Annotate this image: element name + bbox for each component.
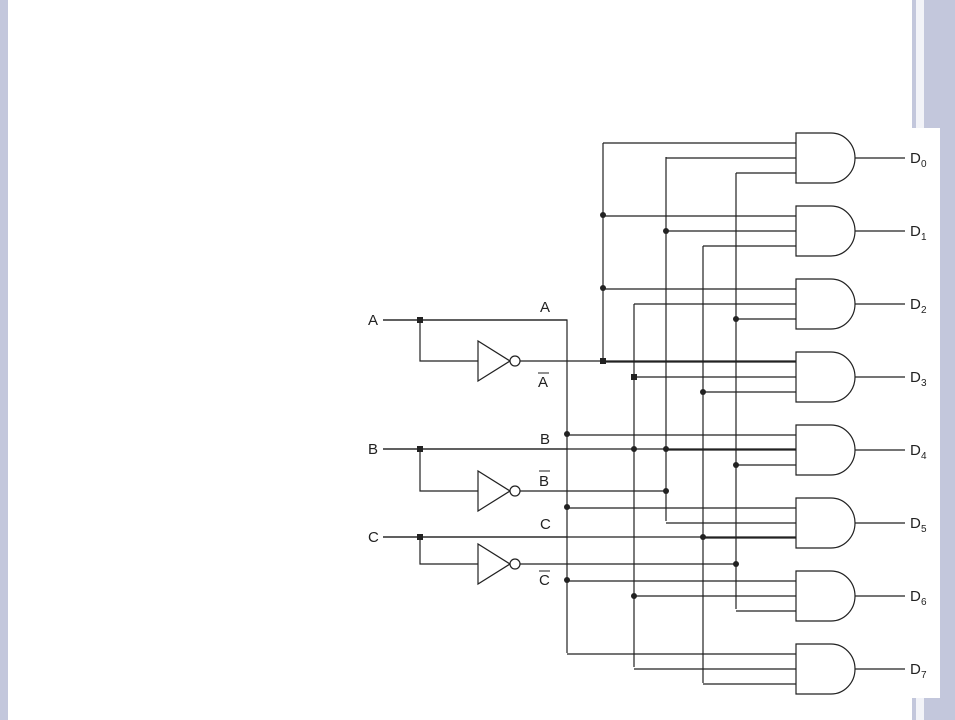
- slide-left-border: [0, 0, 8, 720]
- output-label-4: D: [910, 442, 921, 459]
- signal-label-a: A: [540, 299, 550, 316]
- junction-dot: [600, 358, 606, 364]
- junction-dot: [631, 593, 637, 599]
- output-label-index-1: 1: [921, 232, 927, 243]
- signal-label-b: B: [540, 431, 550, 448]
- a-column: [383, 319, 568, 653]
- junction-dot: [631, 446, 637, 452]
- output-label-index-0: 0: [921, 159, 927, 170]
- junction-dot: [663, 488, 669, 494]
- output-label-7: D: [910, 661, 921, 678]
- output-label-index-6: 6: [921, 597, 927, 608]
- junction-dot: [663, 446, 669, 452]
- output-label-index-3: 3: [921, 378, 927, 389]
- junction-dot: [417, 317, 423, 323]
- inverter-gate: [477, 339, 512, 383]
- and-gate: [795, 497, 856, 549]
- and-gate: [795, 205, 856, 257]
- output-label-index-2: 2: [921, 305, 927, 316]
- gates: [477, 132, 856, 695]
- junction-dot: [663, 228, 669, 234]
- output-label-6: D: [910, 588, 921, 605]
- junction-dot: [700, 389, 706, 395]
- and-gate: [795, 351, 856, 403]
- output-label-index-5: 5: [921, 524, 927, 535]
- signal-label-c-bar: C: [539, 572, 550, 589]
- inverter-gate: [477, 469, 512, 513]
- output-label-1: D: [910, 223, 921, 240]
- output-label-2: D: [910, 296, 921, 313]
- output-label-0: D: [910, 150, 921, 167]
- junction-dot: [600, 212, 606, 218]
- output-label-3: D: [910, 369, 921, 386]
- inverter-branch: [419, 449, 478, 492]
- junction-dot: [631, 374, 637, 380]
- junction-dot: [733, 561, 739, 567]
- and-gate: [795, 570, 856, 622]
- inverter-bubble: [509, 485, 521, 497]
- junction-dot: [564, 431, 570, 437]
- inverter-gate: [477, 542, 512, 586]
- junction-dot: [733, 462, 739, 468]
- and-gate: [795, 424, 856, 476]
- signal-label-a-bar: A: [538, 374, 548, 391]
- inverter-bubble: [509, 355, 521, 367]
- output-label-5: D: [910, 515, 921, 532]
- junction-dot: [417, 446, 423, 452]
- junction-dot: [417, 534, 423, 540]
- signal-label-c: C: [540, 516, 551, 533]
- and-gate: [795, 132, 856, 184]
- output-label-index-4: 4: [921, 451, 927, 462]
- junction-dot: [733, 316, 739, 322]
- inverter-branch: [419, 537, 478, 565]
- junction-dot: [564, 577, 570, 583]
- junction-dot: [600, 285, 606, 291]
- output-label-index-7: 7: [921, 670, 927, 681]
- signal-label-b-bar: B: [539, 473, 549, 490]
- and-gate: [795, 278, 856, 330]
- junction-dot: [700, 534, 706, 540]
- inverter-branch: [419, 320, 478, 362]
- junction-dots: [417, 212, 739, 599]
- input-label-c: C: [368, 529, 379, 546]
- junction-dot: [564, 504, 570, 510]
- inverter-bubble: [509, 558, 521, 570]
- input-label-b: B: [368, 441, 378, 458]
- input-label-a: A: [368, 312, 378, 329]
- and-gate: [795, 643, 856, 695]
